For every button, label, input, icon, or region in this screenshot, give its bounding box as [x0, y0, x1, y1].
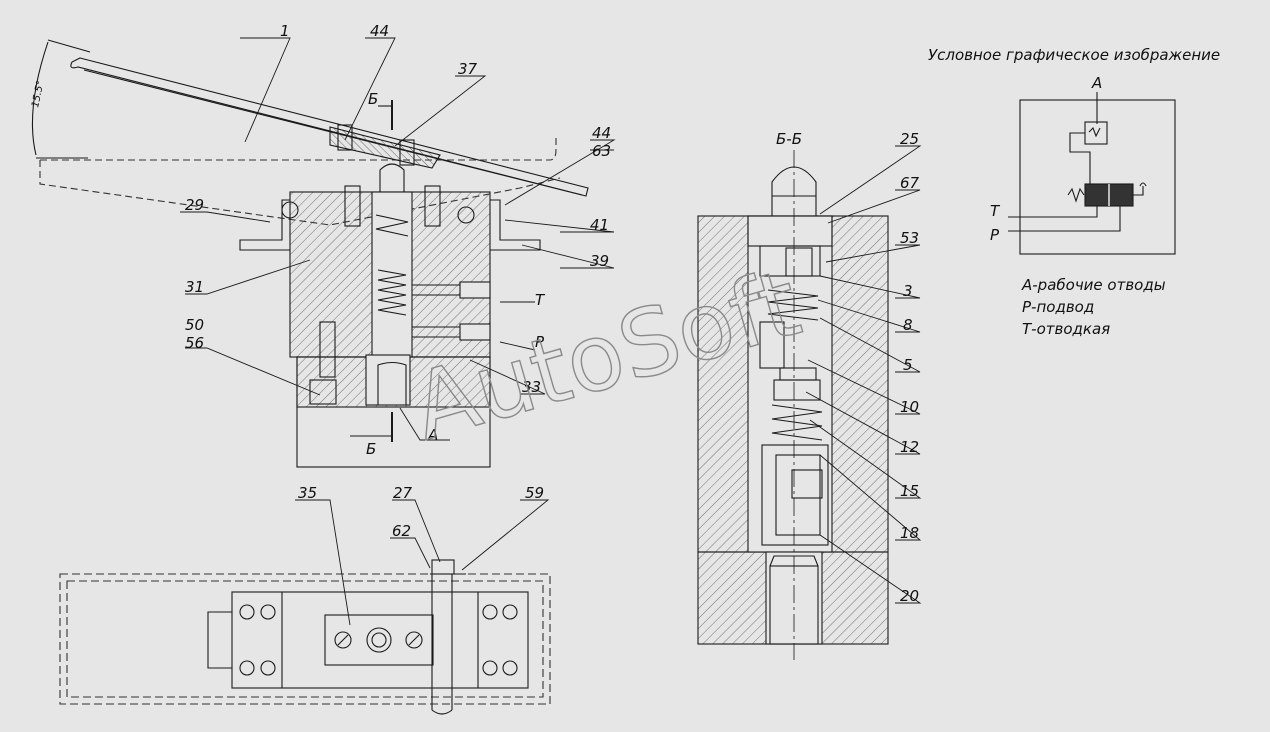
callout-20: 20 — [900, 587, 919, 605]
callout-15: 15 — [900, 482, 919, 500]
front-view — [31, 37, 616, 468]
port-p-label: Р — [535, 333, 545, 351]
callout-18: 18 — [900, 524, 919, 542]
callout-39: 39 — [590, 252, 609, 270]
callout-12: 12 — [900, 438, 919, 456]
callout-56: 56 — [185, 334, 204, 352]
section-mark-bottom: Б — [366, 440, 376, 458]
callout-67: 67 — [900, 174, 920, 192]
legend-line-1: А-рабочие отводы — [1021, 276, 1166, 294]
section-mark-lines — [350, 100, 393, 442]
pedal-lever — [70, 57, 589, 197]
callout-35: 35 — [298, 484, 317, 502]
callout-41: 41 — [590, 216, 609, 234]
callout-53: 53 — [900, 229, 919, 247]
angle-dimension — [31, 39, 91, 159]
section-view — [697, 145, 922, 660]
callout-37: 37 — [458, 60, 478, 78]
legend-line-2: Р-подвод — [1022, 298, 1094, 316]
port-a-label: А — [427, 426, 438, 444]
callout-27: 27 — [393, 484, 413, 502]
callout-63: 63 — [592, 142, 611, 160]
plan-body — [231, 591, 529, 689]
section-mark-top: Б — [368, 90, 378, 108]
plan-view — [59, 499, 551, 715]
symbol-port-a: А — [1091, 74, 1102, 92]
section-title: Б-Б — [776, 130, 802, 148]
callout-44b: 44 — [592, 124, 611, 142]
hydraulic-symbol — [1008, 92, 1176, 255]
angle-dimension-label: 15.5° — [30, 80, 46, 109]
callout-25: 25 — [900, 130, 919, 148]
callout-59: 59 — [525, 484, 544, 502]
callout-1: 1 — [280, 22, 290, 40]
symbol-title: Условное графическое изображение — [928, 46, 1220, 64]
callout-5: 5 — [903, 356, 913, 374]
callout-50: 50 — [185, 316, 204, 334]
callout-62: 62 — [392, 522, 411, 540]
symbol-port-t: Т — [990, 202, 1001, 220]
callout-33: 33 — [522, 378, 541, 396]
callout-3: 3 — [903, 282, 913, 300]
port-t-label: Т — [535, 291, 546, 309]
callout-44a: 44 — [370, 22, 389, 40]
callout-31: 31 — [185, 278, 204, 296]
callout-8: 8 — [903, 316, 913, 334]
front-leaders — [180, 37, 616, 441]
callout-29: 29 — [185, 196, 204, 214]
legend-line-3: Т-отводкая — [1022, 320, 1110, 338]
callout-10: 10 — [900, 398, 919, 416]
symbol-port-p: Р — [990, 226, 1000, 244]
